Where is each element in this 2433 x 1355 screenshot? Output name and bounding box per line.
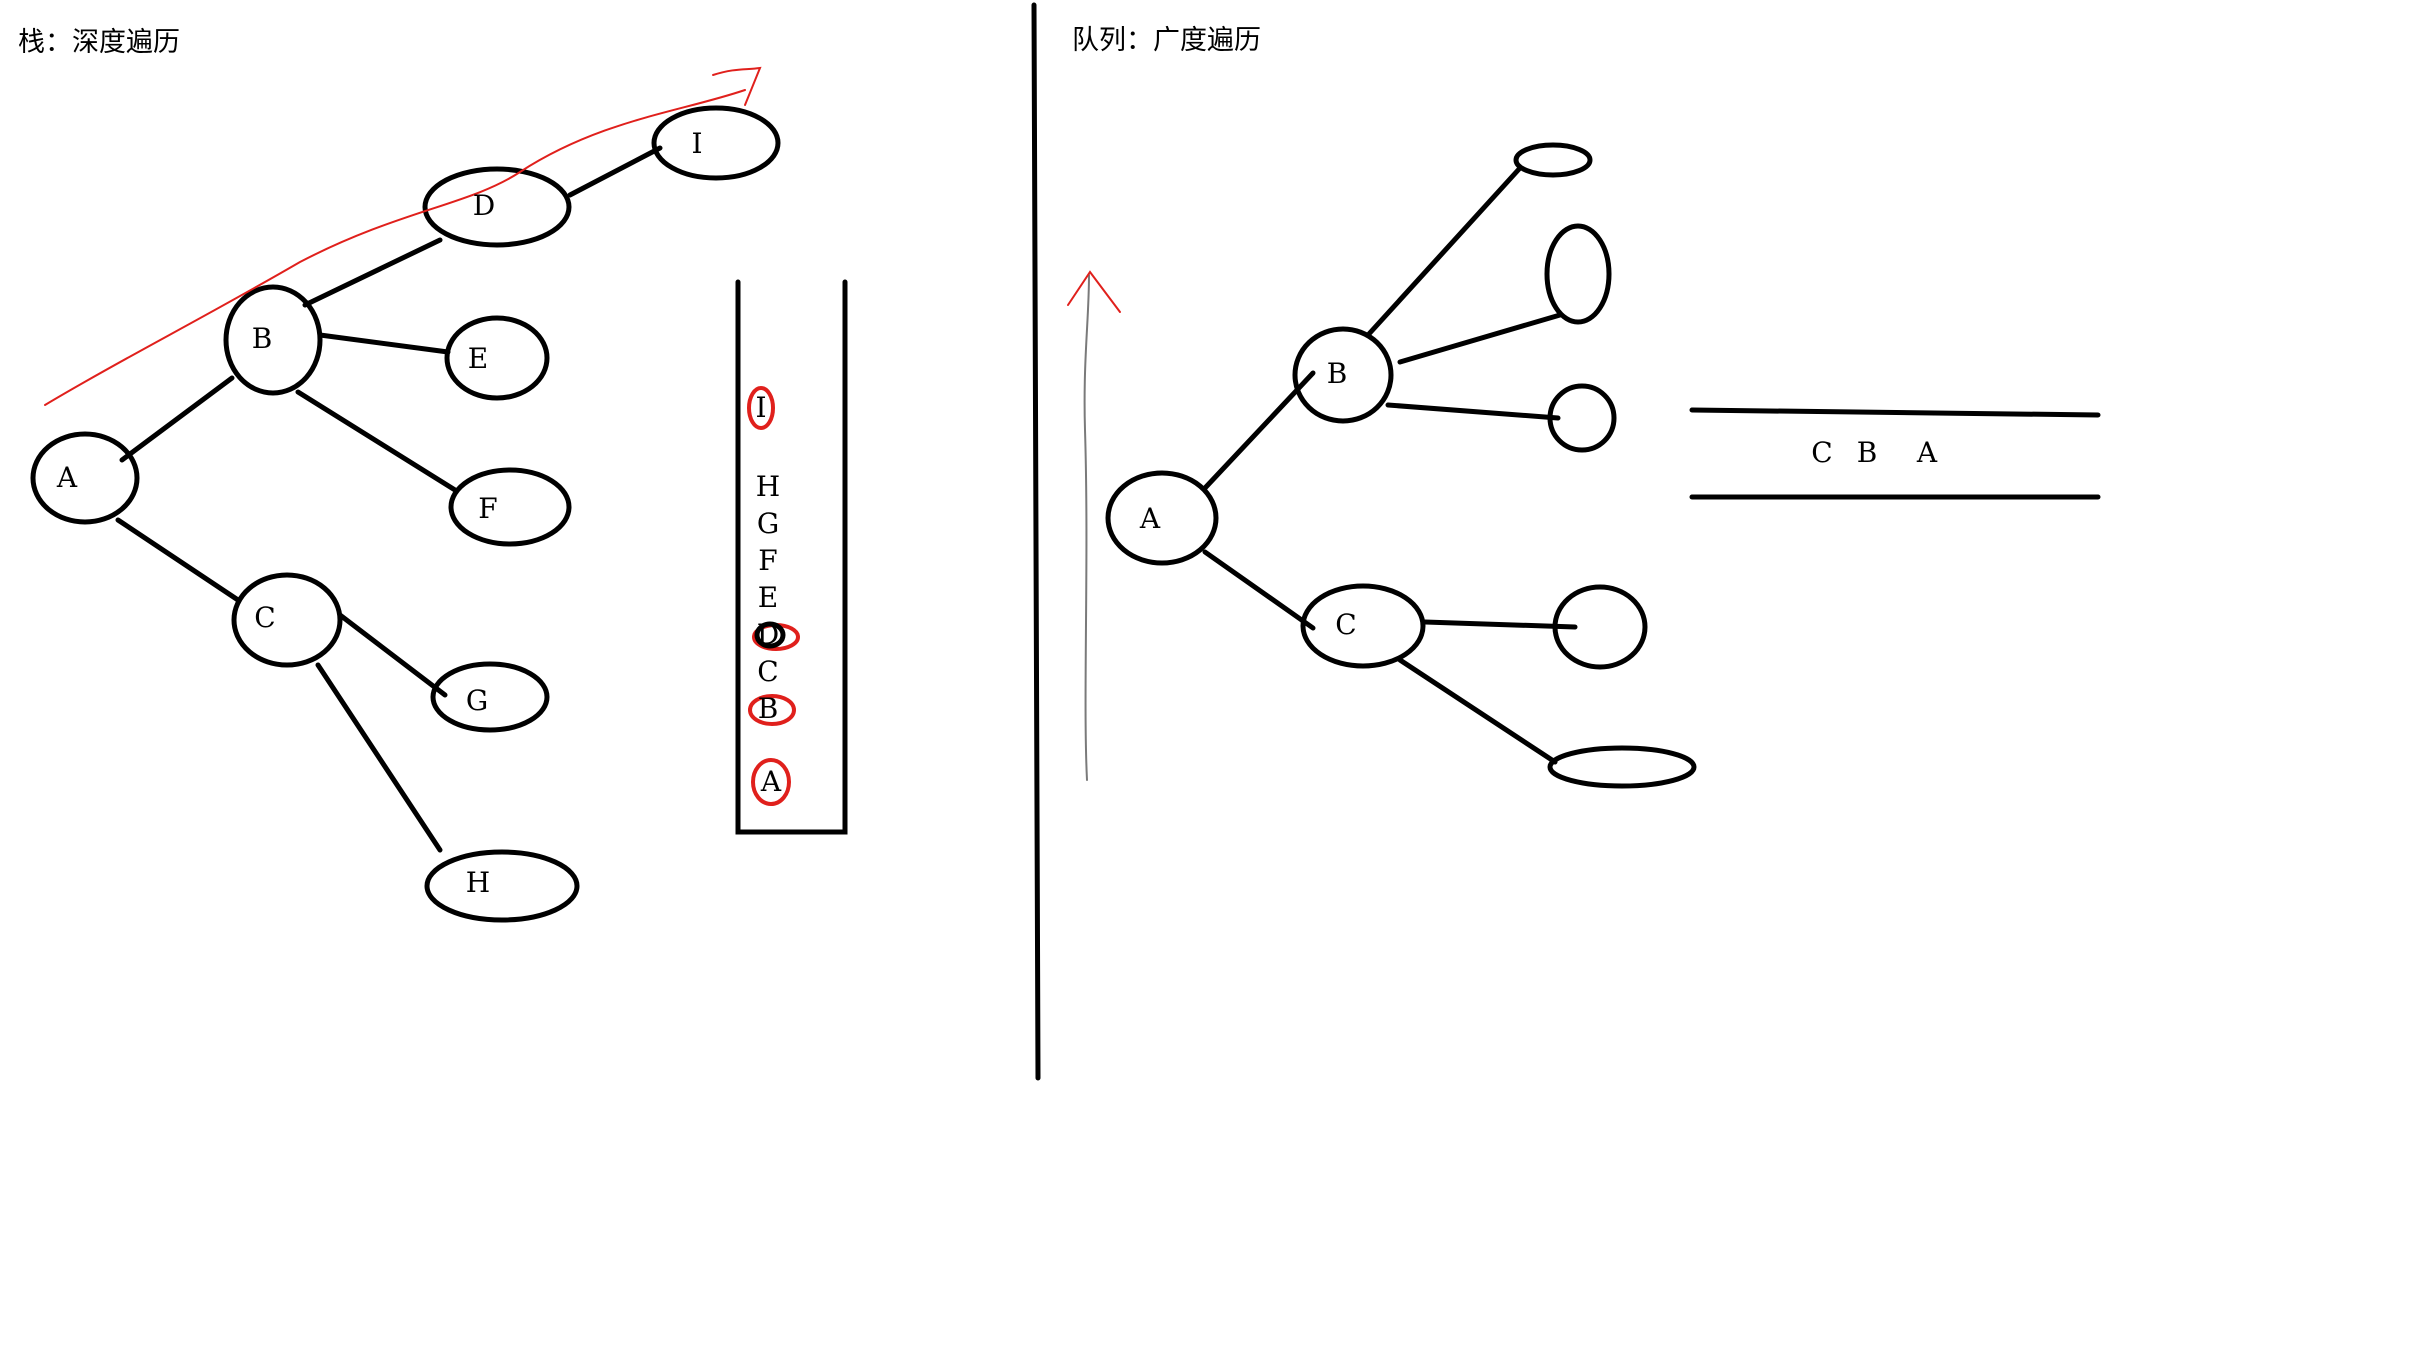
label-node-i: I (691, 127, 702, 160)
stack-circle-i (747, 386, 775, 430)
node-b3 (1547, 383, 1617, 453)
queue-arrow-head (1067, 270, 1121, 313)
edge-rb-b3 (1385, 402, 1561, 421)
bfs-title: 队列：广度遍历 (1072, 25, 1261, 56)
node-rb (1292, 326, 1394, 424)
node-g (430, 661, 550, 733)
edge-c-g (337, 612, 448, 698)
label-node-e: E (468, 342, 488, 375)
edge-rb-b1 (1365, 165, 1523, 338)
dfs-trace-arrowhead (712, 66, 762, 106)
queue-direction-arrow (1083, 274, 1090, 781)
node-ra (1105, 470, 1219, 566)
label-node-a: A (56, 461, 78, 494)
edge-rc-c1 (1422, 619, 1578, 630)
stack-item-h: H (756, 470, 780, 503)
node-i (651, 105, 781, 181)
edge-d-i (567, 145, 663, 198)
label-node-f: F (478, 492, 497, 525)
stack-item-f: F (758, 544, 777, 577)
stack-item-a: A (760, 765, 782, 798)
edge-rc-c2 (1397, 657, 1558, 765)
queue-top-rail (1689, 407, 2101, 418)
node-c2 (1547, 745, 1697, 789)
node-h (424, 849, 580, 923)
edge-a-c (115, 517, 241, 603)
label-node-c: C (254, 601, 275, 634)
node-d (422, 166, 572, 248)
node-e (444, 315, 550, 401)
queue-item-c: C (1811, 436, 1832, 469)
stack-item-i: I (755, 391, 766, 424)
label-node-b: B (252, 322, 273, 355)
label-node-rc: C (1335, 608, 1356, 641)
node-b (223, 284, 323, 396)
node-f (448, 467, 572, 547)
node-b1 (1513, 142, 1593, 178)
label-node-ra: A (1139, 502, 1161, 535)
stack-item-c: C (757, 655, 778, 688)
panel-divider (1031, 2, 1041, 1081)
stack-circle-b (748, 694, 796, 726)
label-node-d: D (473, 189, 495, 222)
edge-c-h (315, 662, 443, 853)
node-c (231, 572, 343, 668)
dfs-trace-curve (44, 89, 746, 406)
stack-circle-a (751, 758, 791, 806)
stack-item-g: G (757, 507, 779, 540)
edge-b-d (302, 237, 443, 308)
stack-scribble-d (754, 621, 786, 649)
node-rc (1300, 583, 1426, 669)
stack-item-e: E (758, 581, 778, 614)
edge-b-f (295, 389, 458, 493)
label-node-g: G (466, 684, 488, 717)
queue-item-a: A (1916, 436, 1938, 469)
stack-item-b: B (758, 692, 779, 725)
edge-b-e (317, 332, 451, 355)
node-a (30, 431, 140, 525)
edge-ra-rc (1202, 549, 1316, 631)
edge-rb-b2 (1397, 312, 1563, 365)
dfs-title: 栈：深度遍历 (18, 27, 180, 58)
edge-ra-rb (1202, 370, 1316, 491)
label-node-rb: B (1327, 357, 1348, 390)
node-c1 (1552, 584, 1648, 670)
edge-a-b (119, 375, 235, 463)
label-node-h: H (466, 866, 490, 899)
stack-item-d: D (757, 618, 779, 651)
queue-item-b: B (1857, 436, 1878, 469)
stack-container (735, 279, 848, 835)
node-b2 (1544, 223, 1612, 325)
